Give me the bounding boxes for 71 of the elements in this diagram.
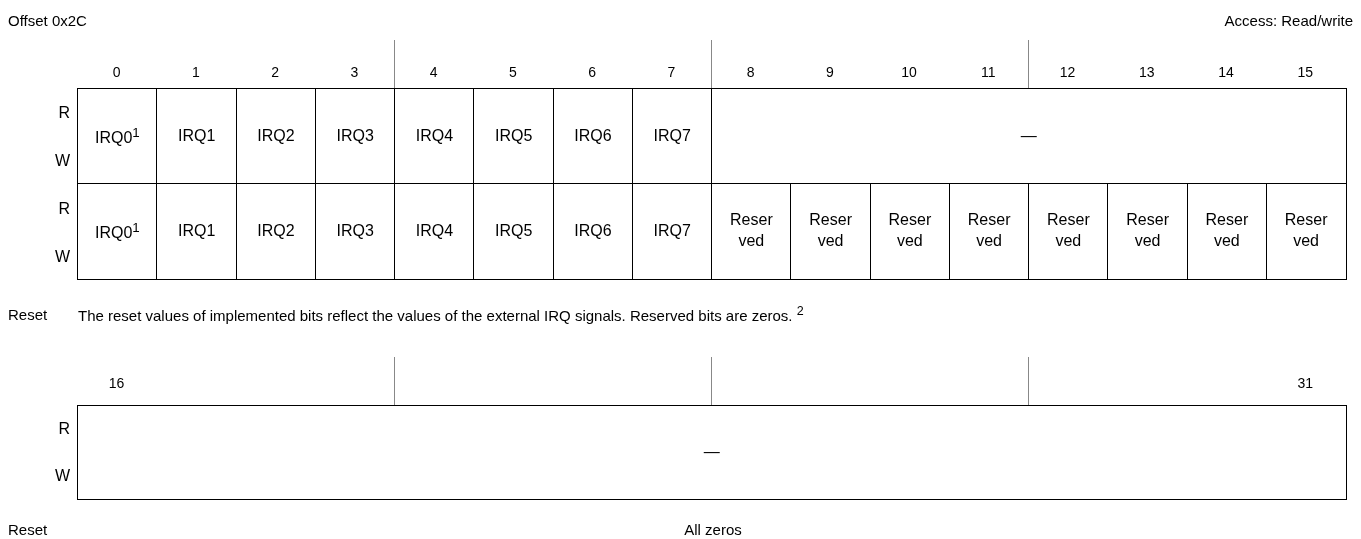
register-field (1028, 183, 1109, 280)
bit-number: 7 (667, 65, 676, 79)
bit-number: 8 (746, 65, 755, 79)
field-name: IRQ6 (574, 220, 612, 241)
register-field (156, 183, 237, 280)
register-field (77, 183, 158, 280)
register-field (77, 405, 1347, 500)
label-text: The reset values of implemented bits reflect the values of the external IRQ signals. Reserved bits are zeros. $^{2}$ (78, 305, 804, 323)
field-name: IRQ6 (574, 125, 612, 146)
register-field (1265, 183, 1347, 280)
field-name: Reser ved (1284, 210, 1329, 252)
label-text: All zeros (684, 521, 742, 537)
register-field (394, 183, 475, 280)
field-name: — (703, 441, 720, 462)
field-name: IRQ1 (177, 220, 216, 241)
bit-number: 1 (192, 65, 200, 79)
label-text: W (54, 468, 70, 484)
register-field (1107, 183, 1188, 280)
register-field (869, 183, 951, 280)
register-field (1186, 183, 1268, 280)
field-name: IRQ3 (336, 125, 374, 146)
bit-number: 2 (271, 65, 279, 79)
register-field (711, 183, 792, 280)
field-name: IRQ2 (257, 220, 295, 241)
register-field (473, 88, 554, 185)
bit-number: 31 (1297, 376, 1314, 390)
field-name: IRQ7 (653, 220, 691, 241)
register-field (711, 88, 1347, 185)
field-name: IRQ4 (415, 125, 454, 146)
register-field (235, 183, 317, 280)
field-name: Reser ved (729, 210, 774, 252)
bit-number: 0 (112, 65, 121, 79)
label-text: R (58, 421, 70, 437)
register-field (948, 183, 1030, 280)
field-name: IRQ1 (177, 125, 216, 146)
bit-number: 4 (429, 65, 438, 79)
field-name: Reser ved (1204, 210, 1249, 252)
register-field (790, 183, 871, 280)
register-field (473, 183, 554, 280)
register-field (631, 183, 713, 280)
field-name: IRQ5 (494, 220, 533, 241)
field-name: Reser ved (967, 210, 1012, 252)
bit-number: 5 (509, 65, 517, 79)
field-name: Reser ved (1125, 210, 1170, 252)
bit-number: 16 (108, 376, 125, 390)
field-name: Reser ved (887, 210, 932, 252)
label-text: Access: Read/write (1224, 12, 1353, 28)
field-name: IRQ7 (653, 125, 691, 146)
field-name: IRQ5 (494, 125, 533, 146)
label-text: Reset (8, 306, 48, 322)
field-name: IRQ2 (257, 125, 295, 146)
label-text: R (58, 201, 70, 217)
register-field (552, 183, 634, 280)
field-name: Reser ved (1046, 210, 1091, 252)
field-name: Reser ved (808, 210, 853, 252)
label-text: Offset 0x2C (8, 12, 87, 28)
field-name: IRQ4 (415, 220, 454, 241)
field-name: IRQ3 (336, 220, 374, 241)
register-field (77, 88, 158, 185)
field-name: — (1020, 125, 1037, 146)
field-name: IRQ0$^{1}$ (95, 218, 140, 243)
label-text: Reset (8, 521, 48, 537)
bit-number: 6 (588, 65, 596, 79)
field-name: IRQ0$^{1}$ (95, 123, 140, 148)
register-field (394, 88, 475, 185)
label-text: W (54, 153, 70, 169)
bit-number: 3 (350, 65, 359, 79)
register-field (314, 183, 396, 280)
register-field (156, 88, 237, 185)
label-text: W (54, 249, 70, 265)
label-text: R (58, 105, 70, 121)
